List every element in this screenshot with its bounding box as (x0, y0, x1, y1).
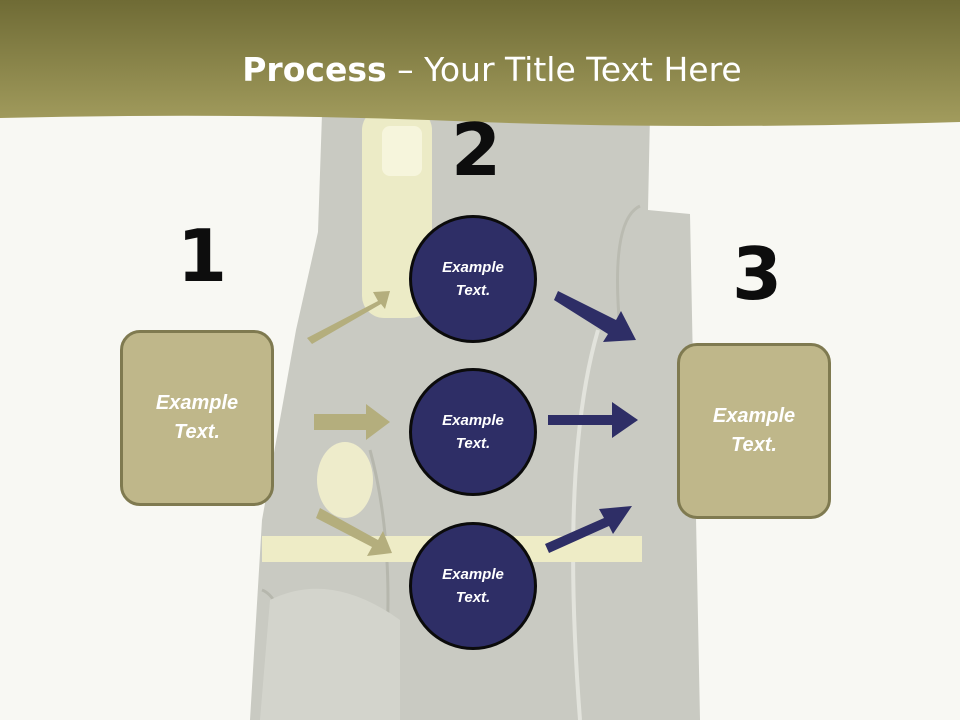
step-number-1: 1 (177, 214, 228, 298)
step-1-box: Example Text. (120, 330, 274, 506)
tan-arrow-up (307, 291, 390, 344)
step-2-circle-middle: Example Text. (409, 368, 537, 496)
step-2-circle-top: Example Text. (409, 215, 537, 343)
circle-text: Example Text. (442, 566, 504, 606)
navy-arrow-right (548, 402, 638, 438)
navy-arrow-up (545, 506, 632, 553)
circle-text: Example Text. (442, 259, 504, 299)
step-number-2: 2 (451, 108, 502, 192)
step-number-3: 3 (732, 232, 783, 316)
title-bold: Process (242, 50, 387, 89)
header-band (0, 0, 960, 126)
step-1-box-text: Example Text. (155, 392, 239, 443)
slide-title: Process – Your Title Text Here (0, 50, 960, 89)
circle-text: Example Text. (442, 412, 504, 452)
tan-arrow-right (314, 404, 390, 440)
title-rest: – Your Title Text Here (386, 50, 742, 89)
navy-arrow-down (554, 291, 636, 342)
step-3-box-text: Example Text. (712, 405, 796, 456)
step-3-box: Example Text. (677, 343, 831, 519)
tan-arrow-down (316, 508, 392, 556)
step-2-circle-bottom: Example Text. (409, 522, 537, 650)
